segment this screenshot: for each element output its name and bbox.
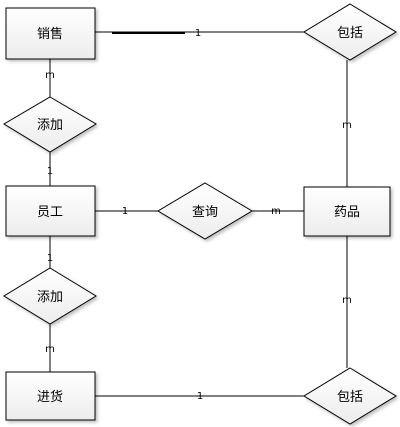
cardinality-sales-include: 1	[195, 28, 201, 39]
entity-sales[interactable]	[5, 7, 96, 60]
relationship-add-top-label: 添加	[37, 118, 63, 133]
entity-medicine[interactable]	[303, 186, 391, 237]
entity-employee-label: 员工	[37, 205, 63, 220]
relationship-include-top[interactable]	[303, 3, 397, 61]
cardinality-add-employee-top: 1	[47, 166, 53, 177]
cardinality-include-medicine-top: m	[342, 120, 352, 131]
relationship-query[interactable]	[157, 182, 253, 240]
relationship-add-bottom[interactable]	[3, 267, 97, 325]
connectors	[49, 31, 348, 397]
cardinality-query-medicine: m	[271, 206, 281, 217]
relationship-include-top-label: 包括	[337, 26, 363, 41]
relationship-add-bottom-label: 添加	[37, 290, 63, 305]
entity-sales-label: 销售	[37, 26, 63, 42]
cardinality-include-medicine-bottom: m	[342, 295, 352, 306]
relationship-include-bottom[interactable]	[303, 367, 397, 425]
cardinality-purchase-include: 1	[197, 391, 203, 402]
entity-employee[interactable]	[5, 185, 96, 237]
cardinality-add-purchase: m	[45, 344, 55, 355]
relationship-include-bottom-label: 包括	[337, 390, 363, 405]
relationship-add-top[interactable]	[3, 96, 97, 153]
entity-purchase[interactable]	[5, 371, 96, 421]
entity-purchase-label: 进货	[37, 389, 63, 405]
entity-medicine-label: 药品	[334, 205, 360, 220]
cardinality-employee-add-bottom: 1	[47, 253, 53, 264]
relationship-query-label: 查询	[192, 205, 218, 220]
cardinality-sales-add: m	[45, 70, 55, 81]
cardinality-employee-query: 1	[122, 206, 128, 217]
